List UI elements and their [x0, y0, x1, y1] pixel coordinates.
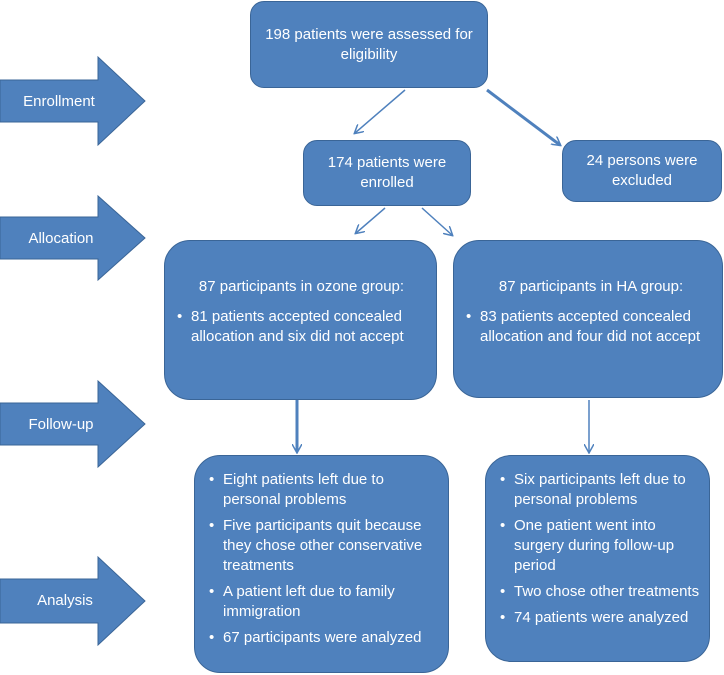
- stage-label-enrollment: Enrollment: [23, 92, 95, 110]
- enrollment-arrow: [0, 55, 146, 147]
- ha-followup-box: Six participants left due to personal pr…: [485, 455, 710, 662]
- ha-group-item: 83 patients accepted concealed allocatio…: [464, 307, 718, 347]
- ozone-followup-box: Eight patients left due to personal prob…: [194, 455, 449, 673]
- stage-label-follow-up: Follow-up: [28, 415, 94, 433]
- assessed-text: 198 patients were assessed for eligibili…: [265, 25, 473, 63]
- enrolled-text: 174 patients were enrolled: [327, 154, 447, 191]
- stage-label-allocation: Allocation: [28, 229, 94, 247]
- ozone-group-item: 81 patients accepted concealed allocatio…: [175, 307, 428, 347]
- follow-up-arrow: [0, 379, 146, 469]
- assessed-box: 198 patients were assessed for eligibili…: [250, 1, 488, 88]
- arrow-enrolled-to-ha: [421, 207, 452, 235]
- ozone-followup-item: Five participants quit because they chos…: [207, 516, 442, 576]
- ozone-group-title: 87 participants in ozone group:: [198, 278, 405, 295]
- analysis-arrow: [0, 555, 146, 647]
- ha-group-box: 87 participants in HA group: 83 patients…: [453, 240, 723, 398]
- excluded-box: 24 persons were excluded: [562, 140, 722, 202]
- ha-followup-item: Six participants left due to personal pr…: [498, 470, 703, 510]
- ozone-followup-item: 67 participants were analyzed: [207, 628, 442, 648]
- arrow-assessed-to-enrolled: [355, 89, 406, 133]
- enrolled-box: 174 patients were enrolled: [303, 140, 471, 206]
- ha-followup-item: One patient went into surgery during fol…: [498, 516, 703, 576]
- arrow-enrolled-to-ozone: [356, 207, 386, 233]
- stage-label-analysis: Analysis: [37, 591, 93, 609]
- ozone-followup-item: A patient left due to family immigration: [207, 582, 442, 622]
- ozone-group-list: 81 patients accepted concealed allocatio…: [175, 307, 428, 347]
- arrow-assessed-to-excluded: [486, 88, 560, 145]
- ozone-followup-list: Eight patients left due to personal prob…: [207, 470, 442, 648]
- ha-followup-item: Two chose other treatments: [498, 582, 703, 602]
- ha-group-list: 83 patients accepted concealed allocatio…: [464, 307, 718, 347]
- stage-arrows: [0, 55, 146, 647]
- ozone-followup-item: Eight patients left due to personal prob…: [207, 470, 442, 510]
- ha-followup-list: Six participants left due to personal pr…: [498, 470, 703, 628]
- ha-followup-item: 74 patients were analyzed: [498, 608, 703, 628]
- excluded-text: 24 persons were excluded: [586, 152, 698, 189]
- ozone-group-box: 87 participants in ozone group: 81 patie…: [164, 240, 437, 400]
- ha-group-title: 87 participants in HA group:: [498, 278, 684, 295]
- allocation-arrow: [0, 194, 146, 282]
